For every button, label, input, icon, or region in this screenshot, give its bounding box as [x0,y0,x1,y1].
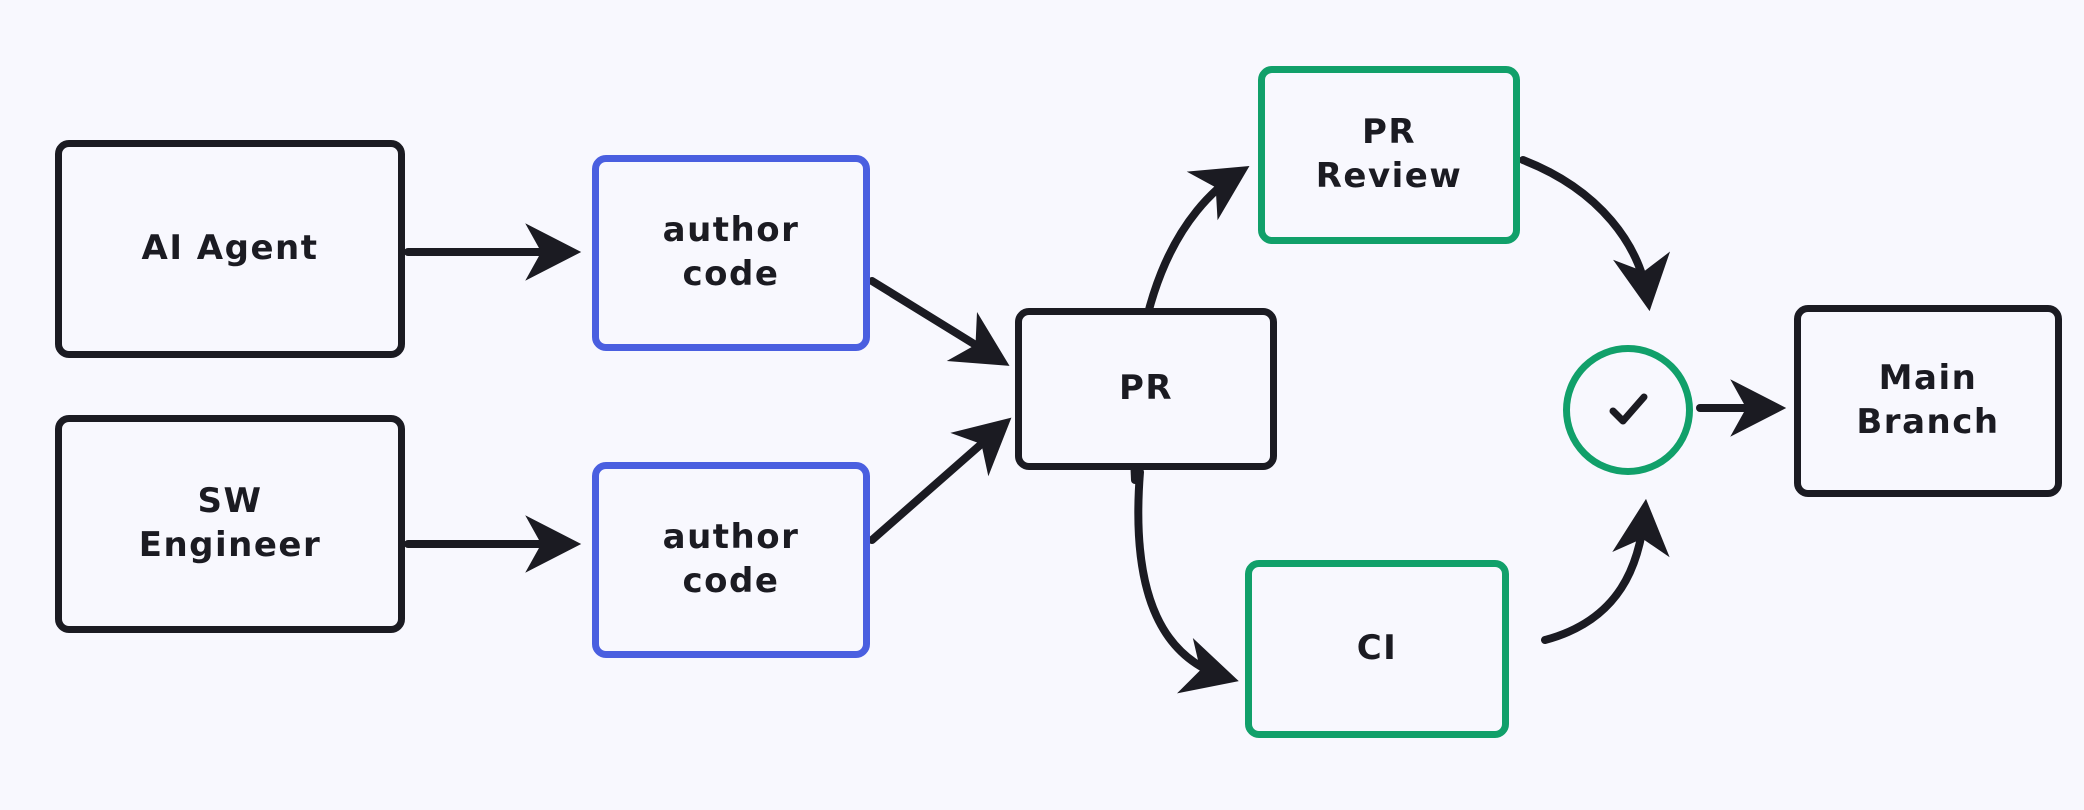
node-pr[interactable]: PR [1015,308,1277,470]
check-icon [1609,393,1648,425]
node-pr-label: PR [1118,368,1174,409]
edge-author-code-agent-to-pr [868,277,1010,366]
node-author-code-agent-label: author code [662,210,800,294]
node-sw-engineer[interactable]: SW Engineer [55,415,405,633]
node-merge-check[interactable] [1563,345,1693,475]
node-ai-agent-label: AI Agent [141,228,319,269]
edge-pr-review-to-check [1519,156,1671,312]
node-pr-review[interactable]: PR Review [1258,66,1520,244]
edge-author-code-engineer-to-pr [868,417,1012,544]
node-main-branch[interactable]: Main Branch [1794,305,2062,497]
node-main-branch-label: Main Branch [1856,358,2000,442]
node-ci[interactable]: CI [1245,560,1509,738]
node-author-code-engineer[interactable]: author code [592,462,870,658]
node-author-code-agent[interactable]: author code [592,155,870,351]
node-ai-agent[interactable]: AI Agent [55,140,405,358]
edge-pr-to-ci [1134,468,1239,694]
node-sw-engineer-label: SW Engineer [138,481,322,565]
node-author-code-engineer-label: author code [662,517,800,601]
node-ci-label: CI [1356,628,1398,669]
edge-ci-to-check [1541,498,1670,644]
node-pr-review-label: PR Review [1315,112,1463,196]
